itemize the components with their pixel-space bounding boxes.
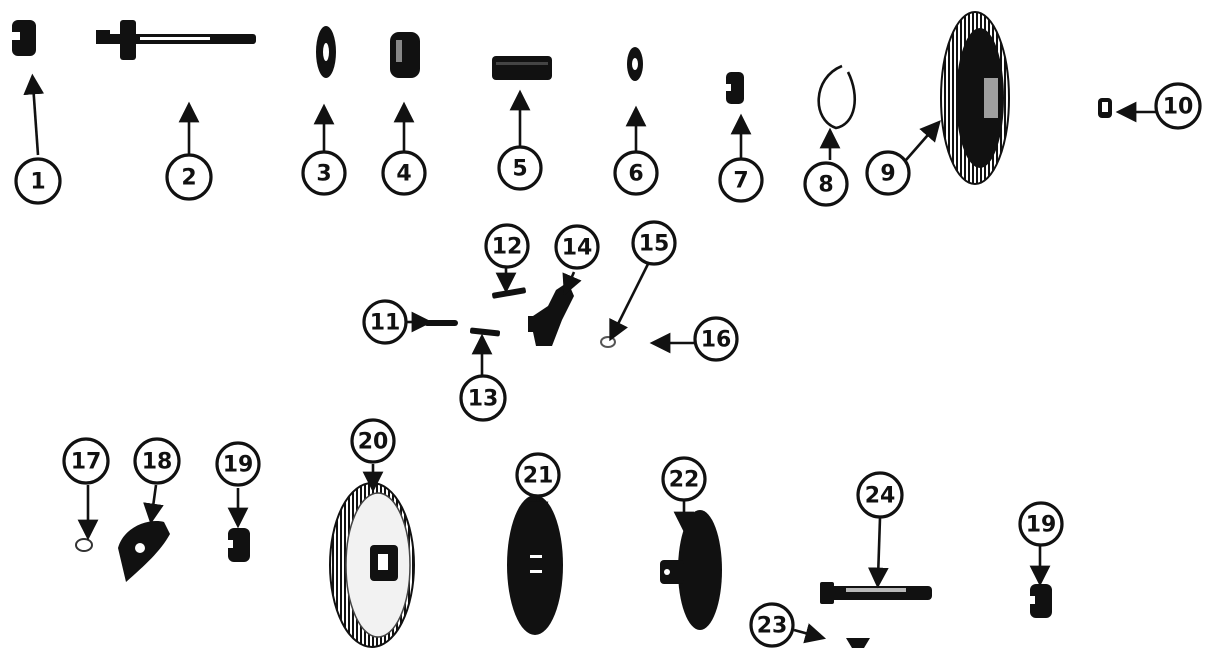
- svg-text:20: 20: [358, 430, 389, 455]
- part-23-key: [846, 638, 870, 648]
- callout-24: 24: [856, 471, 904, 519]
- part-3-washer: [316, 26, 336, 78]
- callout-10: 10: [1154, 82, 1202, 130]
- part-10-bushing-small: [1098, 98, 1112, 118]
- part-12-spring: [492, 287, 526, 299]
- svg-text:3: 3: [316, 162, 331, 187]
- svg-text:17: 17: [71, 450, 102, 475]
- part-15-ring: [600, 336, 616, 348]
- svg-text:8: 8: [818, 173, 833, 198]
- part-18-cam-plate: [118, 521, 170, 582]
- callout-7: 7: [718, 157, 764, 203]
- part-6-thrust-washer: [627, 47, 643, 81]
- callout-13: 13: [459, 374, 507, 422]
- part-7-dog-clutch: [722, 72, 744, 104]
- part-8-snap-ring: [817, 64, 856, 130]
- callout-22: 22: [661, 456, 707, 502]
- callout-5: 5: [497, 145, 543, 191]
- part-21-gear: [507, 495, 563, 635]
- svg-text:6: 6: [628, 162, 643, 187]
- svg-text:22: 22: [669, 468, 700, 493]
- part-19-dog-clutch: [224, 528, 250, 562]
- callout-19-right: 19: [1018, 501, 1064, 547]
- callout-23: 23: [749, 602, 795, 648]
- svg-text:18: 18: [142, 450, 173, 475]
- part-20-gear: [329, 482, 415, 648]
- svg-text:5: 5: [512, 157, 527, 182]
- part-4-bushing: [390, 32, 420, 78]
- callout-11: 11: [362, 299, 408, 345]
- svg-text:9: 9: [880, 162, 895, 187]
- svg-text:23: 23: [757, 614, 788, 639]
- callout-20: 20: [350, 418, 396, 464]
- part-14-shift-fork: [528, 282, 574, 346]
- svg-text:15: 15: [639, 232, 670, 257]
- svg-text:13: 13: [468, 387, 499, 412]
- part-24-countershaft: [820, 582, 932, 604]
- svg-text:10: 10: [1163, 95, 1194, 120]
- callout-2: 2: [165, 153, 213, 201]
- part-5-roller-sleeve: [492, 56, 552, 80]
- callout-1: 1: [14, 157, 62, 205]
- svg-text:19: 19: [223, 453, 254, 478]
- leader-lines: [23, 73, 1156, 644]
- callout-9: 9: [865, 150, 911, 196]
- callout-4: 4: [381, 150, 427, 196]
- part-17-o-ring: [75, 538, 93, 552]
- part-9-large-gear: [940, 11, 1010, 185]
- svg-text:24: 24: [865, 484, 896, 509]
- callout-14: 14: [554, 224, 600, 270]
- part-22-gear: [660, 510, 722, 630]
- callout-18: 18: [133, 437, 181, 485]
- svg-text:1: 1: [30, 170, 45, 195]
- svg-text:14: 14: [562, 236, 593, 261]
- part-2-main-shaft: [96, 20, 256, 60]
- svg-text:16: 16: [701, 328, 732, 353]
- svg-text:7: 7: [733, 169, 748, 194]
- callout-3: 3: [301, 150, 347, 196]
- callout-21: 21: [515, 452, 561, 498]
- part-19-dog-clutch-right: [1026, 584, 1052, 618]
- part-13-spring-pin: [469, 327, 501, 337]
- callout-19-left: 19: [215, 441, 261, 487]
- callout-17: 17: [62, 437, 110, 485]
- svg-text:11: 11: [370, 311, 401, 336]
- callout-15: 15: [631, 220, 677, 266]
- callout-6: 6: [613, 150, 659, 196]
- callout-8: 8: [803, 161, 849, 207]
- callout-16: 16: [693, 316, 739, 362]
- svg-text:21: 21: [523, 464, 554, 489]
- part-11-pin: [424, 320, 458, 326]
- svg-text:12: 12: [492, 235, 523, 260]
- part-1-dog-clutch: [10, 20, 36, 56]
- svg-text:2: 2: [181, 166, 196, 191]
- svg-text:19: 19: [1026, 513, 1057, 538]
- svg-text:4: 4: [396, 162, 411, 187]
- callout-12: 12: [484, 223, 530, 269]
